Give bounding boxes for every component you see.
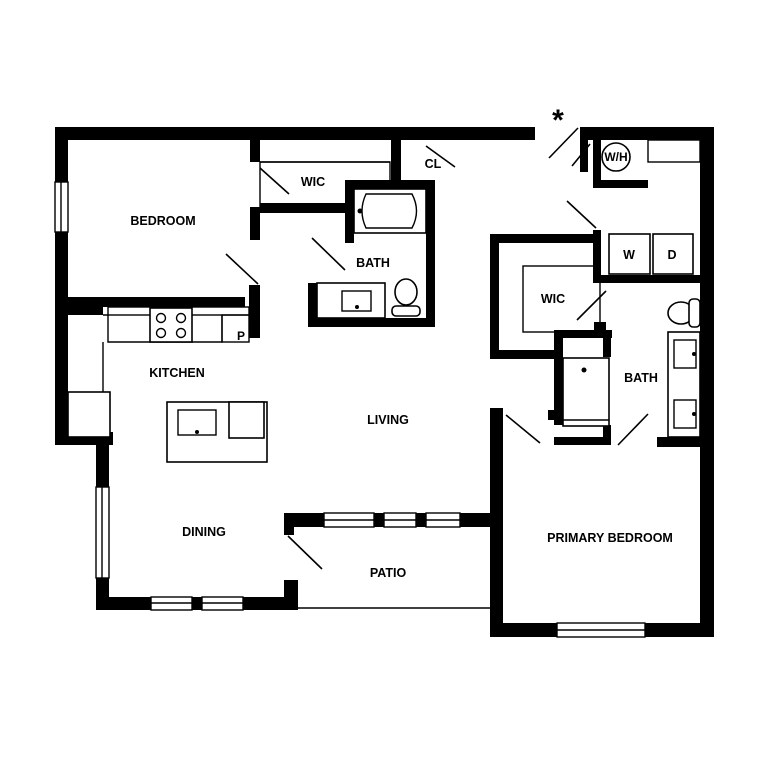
room-label-bath-1: BATH xyxy=(356,256,390,270)
double-vanity xyxy=(667,331,701,438)
washer xyxy=(608,233,651,275)
room-label-closet: CL xyxy=(425,157,442,171)
room-label-primary-bedroom: PRIMARY BEDROOM xyxy=(547,531,673,545)
bathtub xyxy=(353,188,427,234)
room-label-bath-2: BATH xyxy=(624,371,658,385)
room-labels: BEDROOM WIC CL BATH KITCHEN P LIVING DIN… xyxy=(130,104,676,580)
appliance-label-water-heater: W/H xyxy=(604,150,627,164)
room-label-kitchen: KITCHEN xyxy=(149,366,205,380)
doors xyxy=(225,127,649,609)
dishwasher xyxy=(228,401,265,439)
stove xyxy=(149,307,193,343)
room-label-bedroom: BEDROOM xyxy=(130,214,195,228)
appliance-label-dryer: D xyxy=(667,248,676,262)
shower xyxy=(562,357,610,427)
refrigerator xyxy=(67,391,111,438)
room-label-wic-2: WIC xyxy=(541,292,565,306)
windows xyxy=(54,181,646,638)
room-label-patio: PATIO xyxy=(370,566,407,580)
room-label-wic-1: WIC xyxy=(301,175,325,189)
vanity-sink xyxy=(316,282,386,319)
room-label-dining: DINING xyxy=(182,525,226,539)
interior-walls xyxy=(55,127,714,447)
asterisk-marker: * xyxy=(552,104,564,137)
exterior-walls xyxy=(55,127,714,637)
fixtures xyxy=(67,142,701,463)
toilet xyxy=(394,278,418,306)
room-label-living: LIVING xyxy=(367,413,409,427)
dryer xyxy=(652,233,694,275)
room-label-pantry: P xyxy=(237,329,245,343)
appliance-label-washer: W xyxy=(623,248,635,262)
water-heater xyxy=(601,142,631,172)
